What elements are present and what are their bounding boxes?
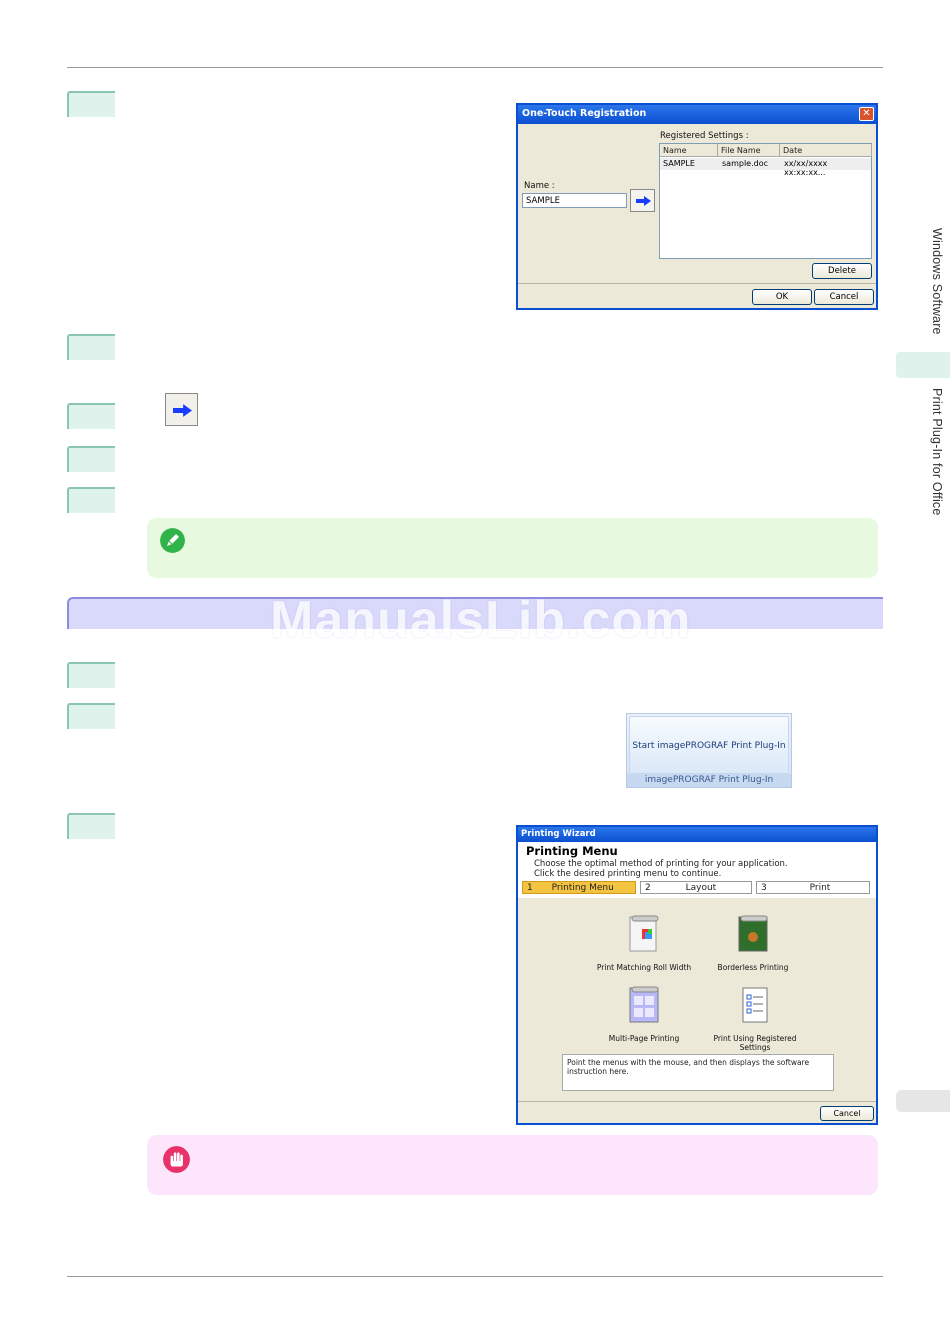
- cell-date: xx/xx/xxxx xx:xx:xx...: [784, 159, 828, 177]
- close-icon[interactable]: ✕: [859, 107, 874, 121]
- stop-hand-icon: [163, 1146, 190, 1173]
- side-tab-marker: [896, 352, 950, 378]
- multi-page-icon: [629, 986, 659, 1023]
- arrow-right-icon: [636, 196, 651, 206]
- step-layout[interactable]: 2 Layout: [640, 881, 752, 894]
- step-marker-7: [67, 703, 115, 729]
- step-label: Print: [809, 883, 831, 893]
- menu-print-matching-roll-width[interactable]: Print Matching Roll Width: [596, 913, 692, 972]
- column-header-name[interactable]: Name: [660, 144, 718, 157]
- step-number: 1: [527, 883, 533, 893]
- step-printing-menu[interactable]: 1 Printing Menu: [522, 881, 636, 894]
- step-number: 3: [761, 883, 767, 893]
- printing-wizard-window: Printing Wizard Printing Menu Choose the…: [516, 825, 878, 1125]
- top-rule: [67, 67, 883, 68]
- step-marker-6: [67, 662, 115, 688]
- registered-settings-label: Registered Settings :: [660, 131, 749, 141]
- wizard-header: Printing Menu Choose the optimal method …: [518, 842, 876, 898]
- column-header-date[interactable]: Date: [780, 144, 872, 157]
- step-marker-5: [67, 487, 115, 513]
- list-row[interactable]: SAMPLE sample.doc xx/xx/xxxx xx:xx:xx...: [660, 158, 871, 177]
- watermark: ManualsLib.com: [270, 591, 692, 649]
- important-box: [147, 1135, 878, 1195]
- menu-print-using-registered-settings[interactable]: Print Using Registered Settings: [698, 984, 812, 1052]
- step-marker-4: [67, 446, 115, 472]
- register-arrow-button[interactable]: [630, 189, 655, 212]
- name-label: Name :: [524, 181, 555, 191]
- roll-width-icon: [629, 915, 659, 952]
- arrow-button-illustration[interactable]: [165, 393, 198, 426]
- cell-name: SAMPLE: [663, 159, 695, 168]
- registered-settings-list[interactable]: Name File Name Date SAMPLE sample.doc xx…: [659, 143, 872, 259]
- wizard-instruction-1: Choose the optimal method of printing fo…: [534, 859, 788, 869]
- one-touch-registration-dialog: One-Touch Registration ✕ Registered Sett…: [516, 103, 878, 310]
- section-heading-bar: [67, 597, 883, 629]
- registered-settings-icon: [742, 987, 768, 1023]
- step-marker-2: [67, 334, 115, 360]
- start-plugin-button[interactable]: Start imagePROGRAF Print Plug-In: [629, 716, 789, 774]
- wizard-heading: Printing Menu: [526, 844, 618, 858]
- bottom-rule: [67, 1276, 883, 1277]
- step-label: Printing Menu: [551, 883, 614, 893]
- wizard-title-bar: Printing Wizard: [518, 827, 876, 842]
- ribbon-group-label: imagePROGRAF Print Plug-In: [627, 774, 791, 787]
- borderless-icon: [738, 915, 768, 952]
- wizard-cancel-button[interactable]: Cancel: [820, 1106, 874, 1121]
- step-marker-1: [67, 91, 115, 117]
- dialog-title-bar: One-Touch Registration ✕: [518, 105, 876, 124]
- delete-button[interactable]: Delete: [812, 263, 872, 279]
- ok-button[interactable]: OK: [752, 289, 812, 305]
- step-number: 2: [645, 883, 651, 893]
- note-box: [147, 518, 878, 578]
- side-label-windows-software[interactable]: Windows Software: [930, 228, 944, 335]
- side-label-print-plugin[interactable]: Print Plug-In for Office: [930, 388, 944, 516]
- menu-label: Print Using Registered Settings: [713, 1034, 797, 1052]
- wizard-title: Printing Wizard: [521, 829, 596, 839]
- step-marker-3: [67, 403, 115, 429]
- wizard-footer-divider: [518, 1101, 876, 1102]
- button-divider: [518, 283, 876, 284]
- menu-borderless-printing[interactable]: Borderless Printing: [708, 913, 798, 972]
- cancel-button[interactable]: Cancel: [814, 289, 874, 305]
- menu-label: Borderless Printing: [717, 963, 789, 972]
- step-marker-8: [67, 813, 115, 839]
- column-header-file-name[interactable]: File Name: [718, 144, 780, 157]
- step-print[interactable]: 3 Print: [756, 881, 870, 894]
- name-input[interactable]: SAMPLE: [522, 193, 627, 208]
- side-tab-page: [896, 1090, 950, 1112]
- dialog-title: One-Touch Registration: [522, 108, 647, 119]
- cell-file: sample.doc: [722, 159, 768, 168]
- wizard-instruction-2: Click the desired printing menu to conti…: [534, 869, 722, 879]
- menu-label: Multi-Page Printing: [608, 1034, 680, 1043]
- menu-label: Print Matching Roll Width: [596, 963, 692, 972]
- ribbon-group: Start imagePROGRAF Print Plug-In imagePR…: [626, 713, 792, 788]
- wizard-info-box: Point the menus with the mouse, and then…: [562, 1054, 834, 1091]
- menu-multi-page-printing[interactable]: Multi-Page Printing: [598, 984, 690, 1043]
- pencil-note-icon: [160, 528, 185, 553]
- wizard-steps: 1 Printing Menu 2 Layout 3 Print: [522, 881, 874, 894]
- step-label: Layout: [685, 883, 717, 893]
- arrow-right-icon: [173, 404, 192, 417]
